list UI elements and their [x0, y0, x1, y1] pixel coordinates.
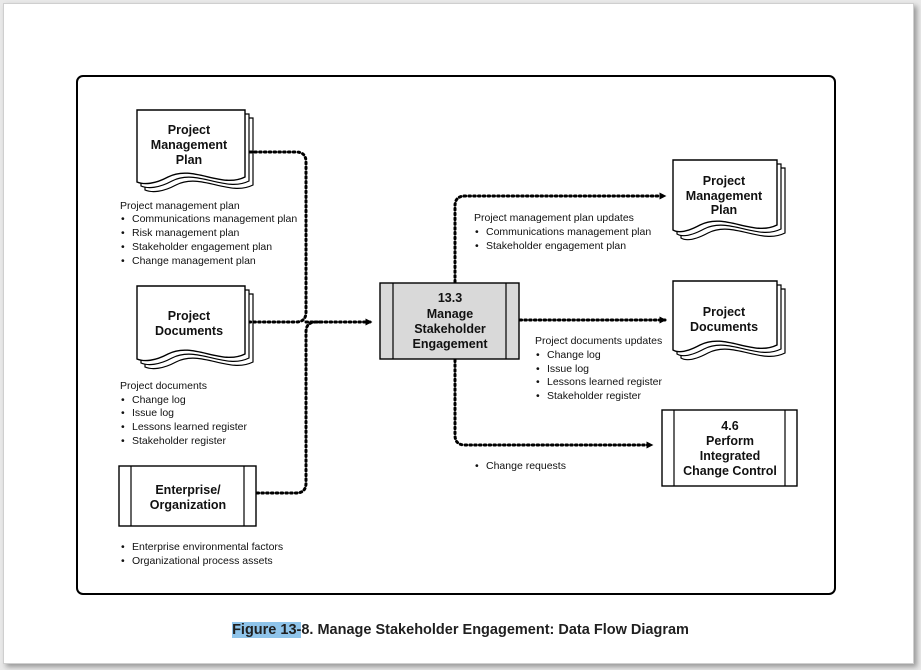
input-project-management-plan-doc: Project Management Plan	[136, 109, 254, 193]
list-item: Change requests	[486, 460, 566, 472]
process-number: 13.3	[438, 291, 462, 305]
bullet: •	[475, 460, 479, 472]
list-item: Lessons learned register	[132, 421, 247, 433]
doc-title-line: Project	[703, 174, 746, 188]
bullet: •	[536, 363, 540, 375]
caption-text: 8. Manage Stakeholder Engagement: Data F…	[301, 622, 689, 638]
list-heading: Project documents updates	[535, 335, 662, 347]
connector-pmp	[248, 150, 308, 324]
caption-highlight: Figure 13-	[232, 622, 302, 638]
bullet: •	[121, 421, 125, 433]
list-item: Stakeholder register	[132, 435, 226, 447]
input-enterprise-organization-box: Enterprise/ Organization	[118, 465, 257, 527]
bullet: •	[121, 541, 125, 553]
input-docs-list: Project documents • Change log • Issue l…	[120, 380, 247, 447]
doc-title-line: Project	[168, 309, 211, 323]
doc-title-line: Project	[168, 123, 211, 137]
list-item: Organizational process assets	[132, 555, 273, 567]
doc-title-line: Management	[686, 189, 763, 203]
list-item: Stakeholder engagement plan	[132, 241, 272, 253]
list-item: Change log	[132, 394, 186, 406]
doc-title-line: Project	[703, 305, 746, 319]
input-ent-list: • Enterprise environmental factors • Org…	[121, 541, 283, 567]
list-item: Stakeholder register	[547, 390, 641, 402]
doc-title-line: Documents	[690, 320, 758, 334]
input-connectors	[248, 150, 373, 495]
list-heading: Project management plan	[120, 200, 240, 212]
list-heading: Project management plan updates	[474, 212, 634, 224]
list-heading: Project documents	[120, 380, 207, 392]
list-item: Issue log	[132, 407, 174, 419]
bullet: •	[121, 255, 125, 267]
output-project-management-plan-doc: Project Management Plan	[672, 159, 786, 241]
list-item: Lessons learned register	[547, 376, 662, 388]
output-project-documents-doc: Project Documents	[672, 280, 786, 361]
bullet: •	[536, 376, 540, 388]
process-name-line: Engagement	[412, 337, 488, 351]
doc-title-line: Documents	[155, 324, 223, 338]
bullet: •	[121, 241, 125, 253]
doc-title-line: Management	[151, 138, 228, 152]
process-name-line: Integrated	[700, 449, 760, 463]
process-number: 4.6	[721, 419, 738, 433]
list-item: Change management plan	[132, 255, 256, 267]
box-title-line: Organization	[150, 498, 226, 512]
output-icc-list: • Change requests	[475, 460, 566, 472]
figure-caption: Figure 13-8. Manage Stakeholder Engageme…	[0, 622, 921, 638]
list-item: Risk management plan	[132, 227, 240, 239]
input-project-documents-doc: Project Documents	[136, 285, 254, 370]
list-item: Change log	[547, 349, 601, 361]
arrow-to-pmp-updates	[453, 192, 667, 284]
list-item: Communications management plan	[486, 226, 651, 238]
list-item: Communications management plan	[132, 213, 297, 225]
bullet: •	[121, 394, 125, 406]
process-name-line: Stakeholder	[414, 322, 486, 336]
list-item: Issue log	[547, 363, 589, 375]
bullet: •	[121, 227, 125, 239]
arrow-to-change-control	[453, 358, 654, 449]
process-name-line: Perform	[706, 434, 754, 448]
bullet: •	[121, 555, 125, 567]
list-item: Stakeholder engagement plan	[486, 240, 626, 252]
process-name-line: Manage	[427, 307, 474, 321]
bullet: •	[475, 240, 479, 252]
doc-title-line: Plan	[711, 203, 737, 217]
process-box-13-3: 13.3 Manage Stakeholder Engagement	[379, 282, 520, 360]
bullet: •	[475, 226, 479, 238]
output-pmp-list: Project management plan updates • Commun…	[474, 212, 651, 252]
box-title-line: Enterprise/	[155, 483, 221, 497]
bullet: •	[121, 213, 125, 225]
doc-title-line: Plan	[176, 153, 202, 167]
list-item: Enterprise environmental factors	[132, 541, 283, 553]
output-connectors	[453, 192, 667, 449]
process-name-line: Change Control	[683, 464, 777, 478]
bullet: •	[121, 435, 125, 447]
bullet: •	[121, 407, 125, 419]
output-docs-list: Project documents updates • Change log •…	[535, 335, 662, 402]
bullet: •	[536, 390, 540, 402]
input-pmp-list: Project management plan • Communications…	[120, 200, 297, 267]
bullet: •	[536, 349, 540, 361]
process-box-4-6: 4.6 Perform Integrated Change Control	[661, 409, 798, 487]
